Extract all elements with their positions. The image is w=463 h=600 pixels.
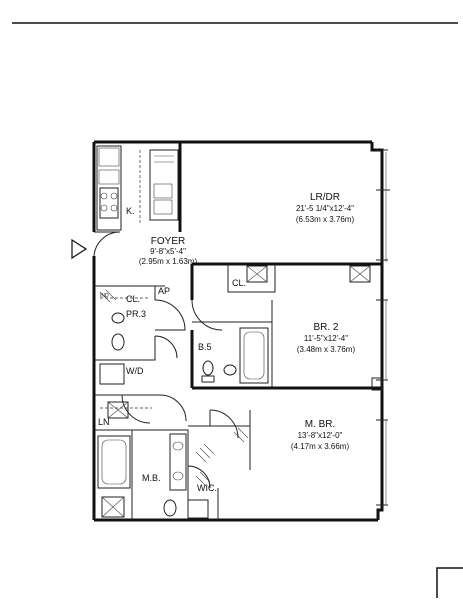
room-dim-foyer: 9'-8"x5'-4" — [150, 247, 186, 256]
entry — [71, 231, 121, 260]
exterior-walls — [92, 140, 390, 522]
room-name-foyer: FOYER — [151, 236, 185, 247]
room-dim-mbr: 13'-8"x12'-0" — [298, 431, 343, 440]
label-b5: B.5 — [198, 342, 212, 352]
kitchen-fixtures — [96, 145, 179, 231]
room-dim-m-lrdr: (6.53m x 3.76m) — [296, 215, 355, 224]
room-name-br2: BR. 2 — [313, 322, 338, 333]
label-wd: W/D — [126, 366, 144, 376]
room-dim-m-foyer: (2.95m x 1.63m) — [139, 257, 198, 266]
label-cl-br2: CL. — [232, 278, 246, 288]
label-mb: M.B. — [142, 473, 161, 483]
label-pr3: PR.3 — [126, 309, 146, 319]
closet-rods — [99, 289, 249, 487]
label-cl-hall: CL. — [126, 294, 140, 304]
door-swings — [121, 299, 239, 489]
room-dim-lrdr: 21'-5 1/4"x12'-4" — [296, 204, 354, 213]
label-wic: WIC. — [197, 483, 217, 493]
label-ln: LN — [98, 417, 110, 427]
corner-mark — [436, 567, 463, 598]
duct-shafts — [101, 265, 383, 519]
room-dim-m-br2: (3.48m x 3.76m) — [297, 345, 356, 354]
room-name-mbr: M. BR. — [305, 419, 336, 430]
label-ap: AP — [158, 286, 170, 296]
bath-fixtures — [97, 312, 269, 517]
label-ind: IND — [100, 293, 109, 299]
label-kitchen: K. — [126, 206, 135, 216]
entry-arrow-icon — [71, 238, 88, 260]
room-name-lrdr: LR/DR — [310, 192, 340, 203]
room-dim-br2: 11'-5"x12'-4" — [304, 334, 348, 343]
interior-walls — [94, 142, 382, 520]
room-dim-m-mbr: (4.17m x 3.66m) — [291, 442, 350, 451]
